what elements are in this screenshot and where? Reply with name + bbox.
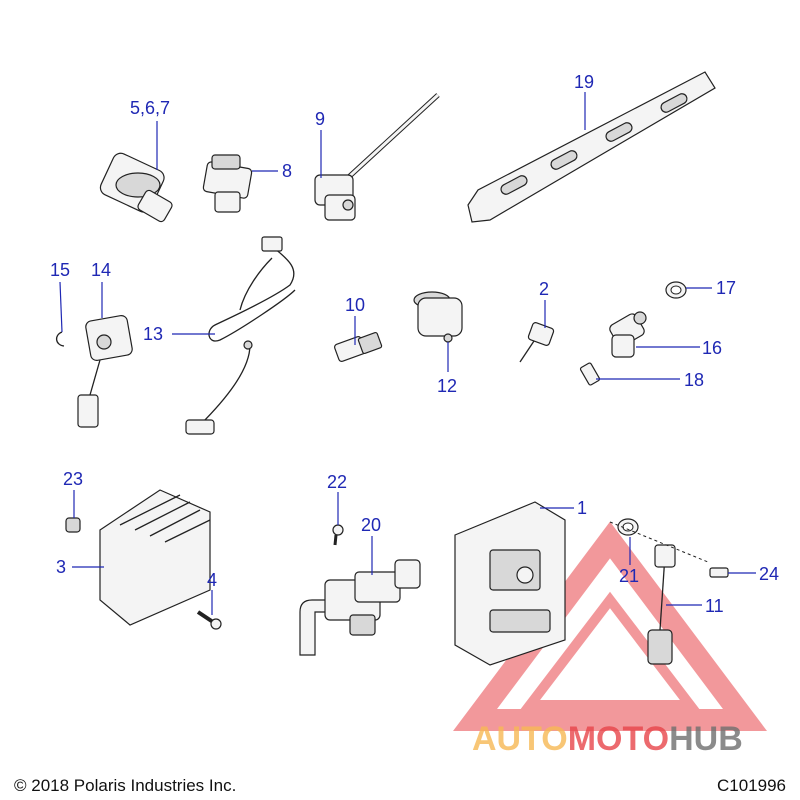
watermark-text: AUTOMOTOHUB: [472, 720, 743, 758]
callout-24: 24: [759, 564, 779, 584]
callout-19: 19: [574, 72, 594, 92]
part-canister-12[interactable]: [413, 291, 463, 343]
callout-11: 11: [705, 596, 724, 616]
callout-labels: 5,6,7 8 9 19 15 14 13 10 12 2 17 16 18 2…: [50, 72, 779, 616]
part-nut-23[interactable]: [65, 517, 81, 533]
part-harness-13[interactable]: [185, 236, 296, 435]
part-clip-15[interactable]: [55, 331, 65, 347]
callout-20: 20: [361, 515, 381, 535]
part-sensor-9[interactable]: [314, 93, 440, 221]
copyright-text: © 2018 Polaris Industries Inc.: [14, 776, 237, 795]
callout-13: 13: [143, 324, 163, 344]
part-bolt-18[interactable]: [579, 362, 601, 386]
part-screw-22[interactable]: [332, 524, 344, 546]
callout-10: 10: [345, 295, 365, 315]
callout-14: 14: [91, 260, 111, 280]
part-bolt-24[interactable]: [709, 567, 729, 578]
part-sensor-10[interactable]: [334, 332, 383, 363]
callout-3: 3: [56, 557, 66, 577]
callout-23: 23: [63, 469, 83, 489]
callout-17: 17: [716, 278, 736, 298]
part-sensor-16[interactable]: [608, 311, 647, 358]
callout-12: 12: [437, 376, 457, 396]
part-sensor-5-6-7[interactable]: [98, 151, 174, 223]
part-sensor-8[interactable]: [202, 154, 253, 213]
callout-18: 18: [684, 370, 704, 390]
part-oring-17[interactable]: [665, 281, 687, 299]
callout-2: 2: [539, 279, 549, 299]
part-sensor-11[interactable]: [609, 521, 709, 665]
watermark-hub: HUB: [669, 720, 743, 758]
callout-22: 22: [327, 472, 347, 492]
callout-15: 15: [50, 260, 70, 280]
part-sensor-14[interactable]: [77, 315, 133, 428]
leader-lines: [59, 92, 756, 615]
callout-21: 21: [619, 566, 639, 586]
callout-9: 9: [315, 109, 325, 129]
callout-5-6-7: 5,6,7: [130, 98, 170, 118]
callout-4: 4: [207, 570, 217, 590]
svg-text:AUTOMOTOHUB: AUTOMOTOHUB: [472, 720, 743, 758]
callout-16: 16: [702, 338, 722, 358]
part-bracket-19[interactable]: [467, 71, 716, 223]
watermark-moto: MOTO: [568, 720, 669, 758]
part-sensor-2[interactable]: [519, 322, 555, 363]
part-regulator-3[interactable]: [99, 489, 211, 626]
part-valve-20[interactable]: [299, 559, 421, 656]
part-bolt-4[interactable]: [196, 610, 222, 630]
callout-1: 1: [577, 498, 587, 518]
part-ecu-1[interactable]: [454, 501, 566, 666]
callout-8: 8: [282, 161, 292, 181]
drawing-id: C101996: [716, 776, 786, 795]
watermark-auto: AUTO: [472, 720, 568, 758]
